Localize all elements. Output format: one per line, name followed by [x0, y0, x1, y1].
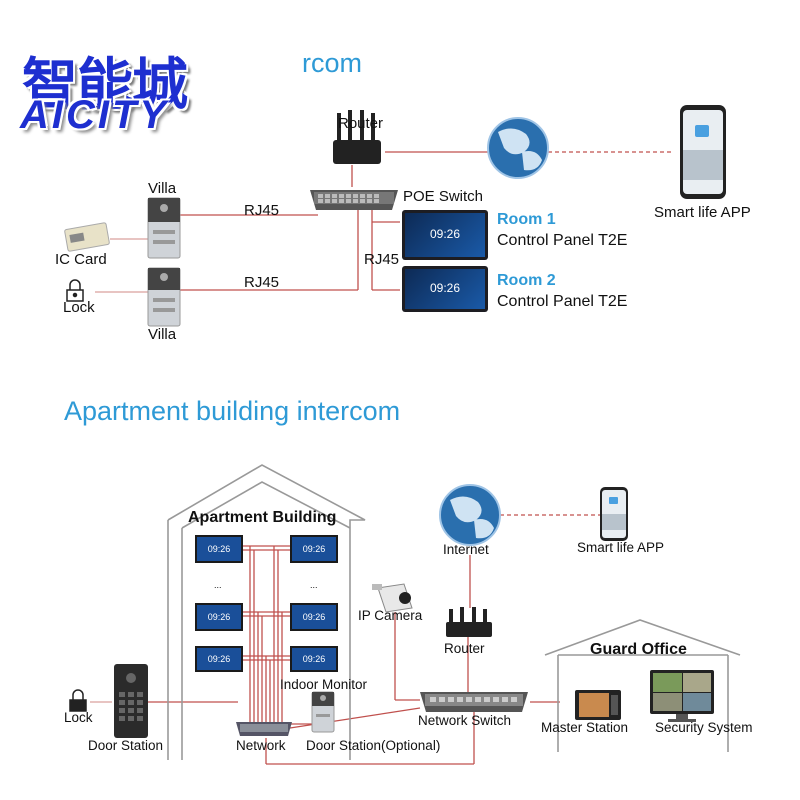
apartment-wiring: [243, 545, 290, 724]
logo-chinese: 智能城: [22, 53, 188, 118]
security-system-label: Security System: [655, 720, 753, 735]
apartment-router-icon: [446, 607, 492, 637]
indoor-monitor: 09:26: [290, 603, 338, 631]
room2-device: Control Panel T2E: [497, 293, 628, 310]
apartment-building-outline: [167, 464, 366, 760]
room1-device: Control Panel T2E: [497, 232, 628, 249]
network-label: Network: [236, 738, 286, 753]
indoor-monitor: 09:26: [195, 603, 243, 631]
internet-globe-icon: [439, 484, 501, 546]
panel-screen: 09:26: [405, 213, 485, 257]
internet-label: Internet: [443, 542, 489, 557]
ic-card-label: IC Card: [55, 251, 107, 268]
smart-app-label: Smart life APP: [654, 204, 751, 221]
guard-office-label: Guard Office: [590, 641, 687, 658]
ellipsis-right: ...: [310, 580, 318, 590]
ip-camera-label: IP Camera: [358, 608, 423, 623]
apartment-smart-app-label: Smart life APP: [577, 540, 665, 555]
apartment-door-station-icon: [114, 664, 148, 738]
ic-card-icon: [64, 222, 110, 252]
panel-clock: 09:26: [429, 281, 461, 295]
globe-icon: [487, 117, 549, 179]
door-station-label: Door Station: [88, 738, 164, 753]
indoor-monitor-label: Indoor Monitor: [280, 677, 368, 692]
apartment-lock-icon: [69, 689, 87, 712]
door-station-optional-label: Door Station(Optional): [306, 738, 441, 753]
indoor-monitor: 09:26: [290, 535, 338, 563]
control-panel-room2: 09:26: [402, 266, 488, 312]
apartment-lock-label: Lock: [64, 710, 93, 725]
apartment-smartphone-icon: [600, 487, 628, 541]
router-label: Router: [338, 115, 384, 132]
network-switch-label: Network Switch: [418, 713, 512, 728]
apartment-section-title: Apartment building intercom: [64, 396, 401, 426]
lock-icon: [66, 279, 84, 302]
villa-door-station-top: [147, 197, 181, 259]
master-station-icon: [575, 690, 621, 720]
room1-name: Room 1: [497, 211, 556, 228]
lock-label: Lock: [63, 299, 95, 316]
ellipsis-left: ...: [214, 580, 222, 590]
rj45-vertical-label: RJ45: [364, 251, 400, 268]
villa-door-station-bottom: [147, 267, 181, 327]
panel-clock: 09:26: [429, 227, 461, 241]
smartphone-icon: [680, 105, 726, 199]
indoor-monitor: 09:26: [195, 646, 243, 672]
logo-english: AICITY: [20, 93, 170, 137]
villa-section-title-fragment: rcom: [302, 48, 362, 78]
poe-switch-label: POE Switch: [403, 188, 484, 205]
network-switch-icon: [420, 692, 528, 712]
rj45-bottom-label: RJ45: [244, 274, 280, 291]
room2-caption: Room 2 Control Panel T2E: [497, 270, 627, 312]
room2-name: Room 2: [497, 272, 556, 289]
poe-switch-icon: [310, 190, 398, 210]
master-station-label: Master Station: [541, 720, 629, 735]
panel-screen: 09:26: [405, 269, 485, 309]
villa-bottom-label: Villa: [148, 326, 177, 343]
room1-caption: Room 1 Control Panel T2E: [497, 209, 627, 251]
network-hub-icon: [236, 722, 292, 736]
apartment-building-label: Apartment Building: [188, 509, 337, 526]
optional-door-station-icon: [311, 691, 335, 733]
indoor-monitor: 09:26: [195, 535, 243, 563]
ip-camera-icon: [372, 583, 413, 613]
rj45-top-label: RJ45: [244, 202, 280, 219]
router-icon: [333, 110, 381, 164]
network-to-switch: [289, 707, 421, 729]
indoor-monitor: 09:26: [290, 646, 338, 672]
security-monitor-icon: [650, 670, 714, 722]
villa-top-label: Villa: [148, 180, 177, 197]
apartment-router-label: Router: [444, 641, 485, 656]
control-panel-room1: 09:26: [402, 210, 488, 260]
guard-office-outline: [544, 619, 741, 752]
